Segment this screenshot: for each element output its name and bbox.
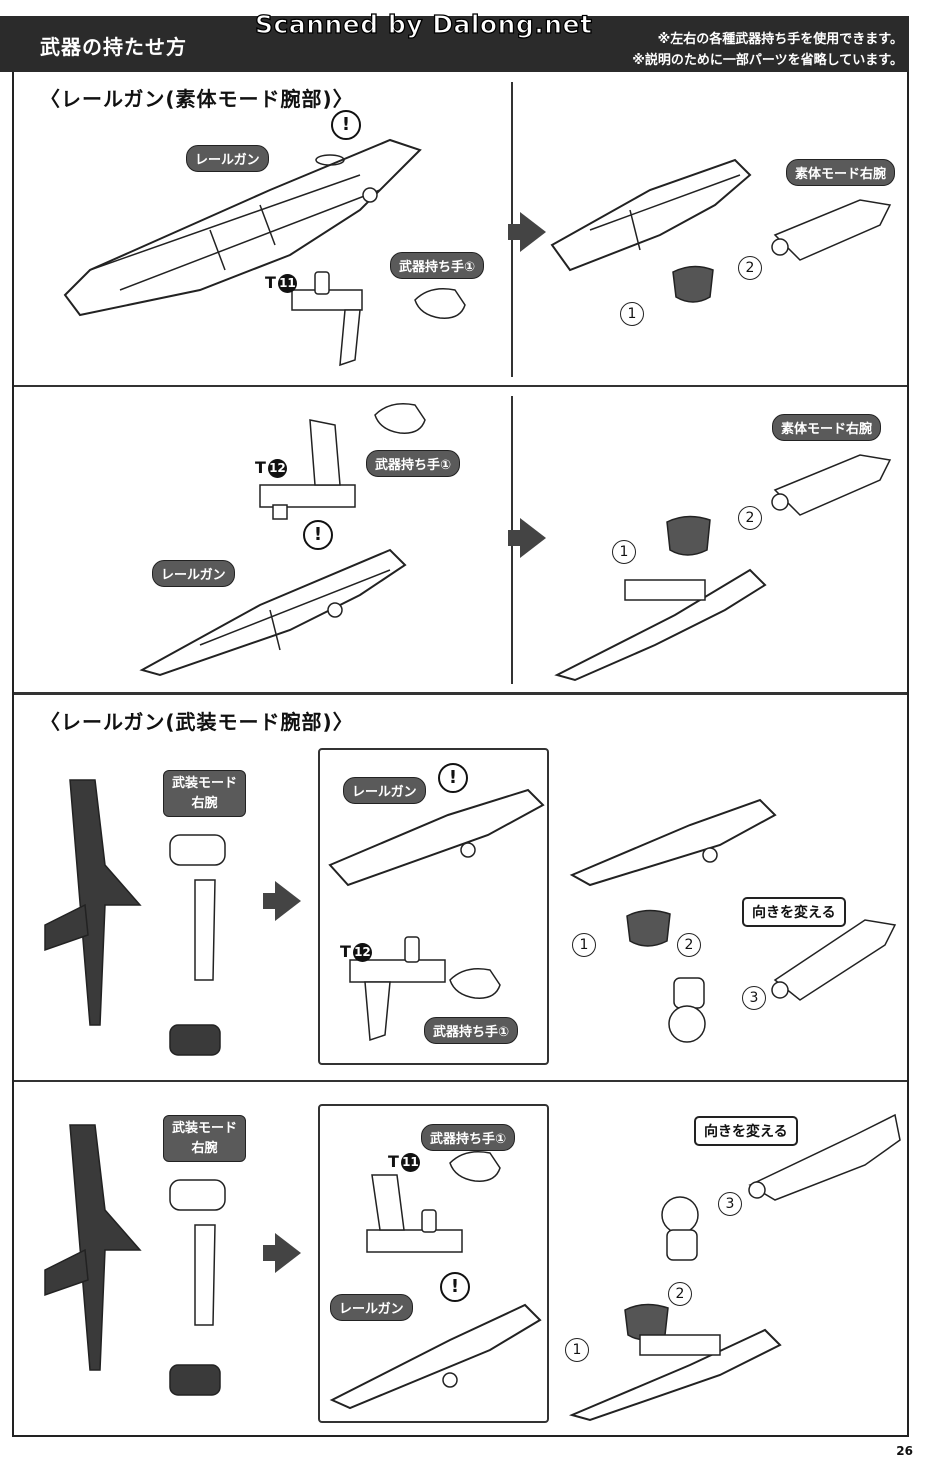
step-1-p2: 1 xyxy=(620,302,644,326)
divider-2 xyxy=(14,692,907,695)
hand-grip-part-3 xyxy=(349,936,446,1042)
arrow-right-3 xyxy=(263,881,301,921)
railgun-drawing-5 xyxy=(328,788,545,887)
label-railgun-3: レールガン xyxy=(152,560,235,587)
arm-drawing-3 xyxy=(771,919,897,1001)
label-weapon-hand-2: 武器持ち手① xyxy=(366,450,461,477)
dark-hand-3 xyxy=(626,909,671,947)
step-1-p4: 1 xyxy=(612,540,636,564)
label-change-direction-1: 向きを変える xyxy=(742,897,846,927)
label-weapon-hand-4: 武器持ち手① xyxy=(421,1124,516,1151)
step-3-p5: 3 xyxy=(742,986,766,1010)
hand-grip-part-1 xyxy=(291,271,363,367)
label-right-arm-base-1: 素体モード右腕 xyxy=(786,159,896,186)
arrow-right-2 xyxy=(508,518,546,558)
label-railgun-5: レールガン xyxy=(343,777,426,804)
arm-drawing-4 xyxy=(748,1113,901,1201)
railgun-drawing-2 xyxy=(550,158,752,272)
armed-arm-drawing-1 xyxy=(169,834,226,1056)
label-weapon-hand-3: 武器持ち手① xyxy=(424,1017,519,1044)
railgun-drawing-3 xyxy=(139,548,407,677)
step-2-p2: 2 xyxy=(738,256,762,280)
page-frame xyxy=(12,72,909,1437)
adapter-part-2 xyxy=(661,1196,699,1261)
step-2-p4: 2 xyxy=(738,506,762,530)
railgun-drawing-7 xyxy=(329,1303,542,1410)
arrow-right-1 xyxy=(508,212,546,252)
railgun-drawing-1 xyxy=(63,138,422,317)
step-1-p6: 1 xyxy=(565,1338,589,1362)
label-weapon-hand-1: 武器持ち手① xyxy=(390,252,485,279)
note-1: ※左右の各種武器持ち手を使用できます。 xyxy=(657,32,903,47)
label-change-direction-2: 向きを変える xyxy=(694,1116,798,1146)
label-railgun-1: レールガン xyxy=(186,145,269,172)
caution-icon-7: ! xyxy=(440,1272,470,1302)
page-title: 武器の持たせ方 xyxy=(40,35,187,59)
detail-box-1 xyxy=(318,748,549,1065)
header-bar xyxy=(0,16,909,72)
step-1-p5: 1 xyxy=(572,933,596,957)
armed-part-drawing-1 xyxy=(44,779,142,1026)
page-number: 26 xyxy=(896,1444,913,1458)
divider-3 xyxy=(14,1080,907,1082)
dark-hand-1 xyxy=(672,265,714,303)
note-2: ※説明のために一部パーツを省略しています。 xyxy=(632,53,903,68)
section-title-armed-arm: 〈レールガン(武装モード腕部)〉 xyxy=(40,710,354,734)
dark-hand-2 xyxy=(666,515,711,556)
section-title-base-arm: 〈レールガン(素体モード腕部)〉 xyxy=(40,87,354,111)
caution-icon-3: ! xyxy=(303,520,333,550)
railgun-drawing-4 xyxy=(554,568,767,682)
label-right-arm-base-2: 素体モード右腕 xyxy=(772,414,882,441)
caution-icon-1: ! xyxy=(331,110,361,140)
arrow-right-4 xyxy=(263,1233,301,1273)
detail-box-2 xyxy=(318,1104,549,1423)
armed-part-drawing-2 xyxy=(44,1124,142,1371)
label-armed-right-arm-2: 武装モード右腕 xyxy=(163,1115,247,1162)
armed-arm-drawing-2 xyxy=(169,1179,226,1396)
hand-3 xyxy=(449,968,501,999)
hand-2 xyxy=(374,403,426,434)
railgun-drawing-8 xyxy=(568,1328,782,1422)
watermark: Scanned by Dalong.net xyxy=(254,9,593,39)
label-armed-right-arm-1: 武装モード右腕 xyxy=(163,770,247,817)
divider-1 xyxy=(14,385,907,387)
hand-1 xyxy=(414,288,466,319)
step-3-p6: 3 xyxy=(718,1192,742,1216)
step-2-p6: 2 xyxy=(668,1282,692,1306)
railgun-drawing-6 xyxy=(569,798,777,887)
step-2-p5: 2 xyxy=(677,933,701,957)
label-railgun-7: レールガン xyxy=(330,1294,413,1321)
hand-4 xyxy=(449,1151,501,1182)
adapter-part-1 xyxy=(668,977,706,1043)
arm-drawing-2 xyxy=(771,454,892,516)
arm-drawing-1 xyxy=(771,199,892,261)
hand-grip-part-4 xyxy=(366,1174,463,1253)
hand-grip-part-2 xyxy=(259,419,356,520)
caution-icon-5: ! xyxy=(438,763,468,793)
